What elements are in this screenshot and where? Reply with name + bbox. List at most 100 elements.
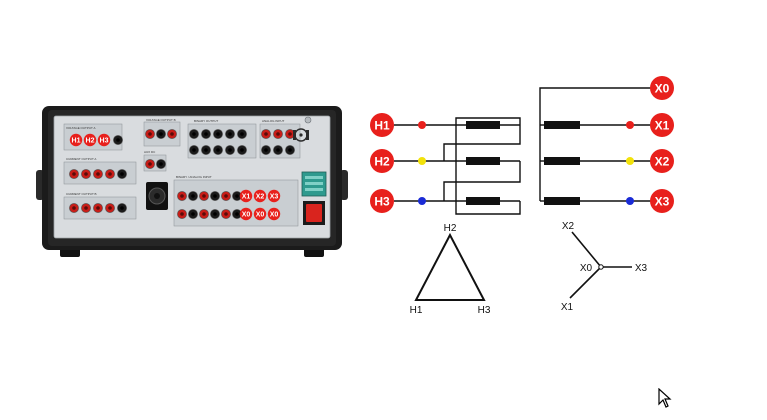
jack-5-0[interactable] — [189, 145, 199, 155]
jack-8-4[interactable] — [221, 191, 231, 201]
power-switch-icon[interactable] — [303, 201, 325, 225]
jack-0-3[interactable] — [105, 169, 115, 179]
jack-1-0[interactable] — [69, 203, 79, 213]
primary-winding-1 — [466, 121, 500, 129]
overlay-label-2: H3 — [97, 133, 111, 147]
overlay-label-4: X2 — [253, 189, 267, 203]
primary-winding-3 — [466, 197, 500, 205]
jack-2-1[interactable] — [156, 129, 166, 139]
jack-2-2[interactable] — [167, 129, 177, 139]
wye-vector-diagram — [569, 231, 632, 299]
panel-binary-analog-input-label: BINARY / ANALOG INPUT — [176, 175, 212, 179]
terminal-x0[interactable]: X0 — [650, 76, 674, 100]
jack-1-3[interactable] — [105, 203, 115, 213]
jack-3-0[interactable] — [145, 159, 155, 169]
svg-text:H2: H2 — [374, 155, 390, 169]
overlay-label-6: X0 — [239, 207, 253, 221]
jack-1-4[interactable] — [117, 203, 127, 213]
svg-text:X0: X0 — [270, 212, 279, 219]
panel-aux-dc-label: AUX DC — [144, 150, 156, 154]
panel-binary-analog-input — [173, 179, 299, 227]
device-foot-right — [304, 248, 324, 257]
wye-label-right: X3 — [635, 263, 648, 274]
jack-7-0[interactable] — [261, 145, 271, 155]
jack-7-2[interactable] — [285, 145, 295, 155]
jack-1-1[interactable] — [81, 203, 91, 213]
transformer-wiring-diagram: H1 H2 H3 X0 X1 X2 X3 H2 H1 H3 — [370, 76, 674, 316]
svg-text:X1: X1 — [242, 194, 251, 201]
svg-text:X2: X2 — [256, 194, 265, 201]
overlay-label-1: H2 — [83, 133, 97, 147]
svg-text:H3: H3 — [100, 138, 109, 145]
svg-text:X0: X0 — [655, 82, 670, 96]
jack-6-1[interactable] — [273, 129, 283, 139]
jack-5-2[interactable] — [213, 145, 223, 155]
panel-voltage-output-b-label: VOLTAGE OUTPUT B — [146, 118, 176, 122]
svg-text:X3: X3 — [270, 194, 279, 201]
jack-4-3[interactable] — [225, 129, 235, 139]
terminal-x1[interactable]: X1 — [650, 113, 674, 137]
jack-5-1[interactable] — [201, 145, 211, 155]
panel-current-output-a-label: CURRENT OUTPUT A — [66, 157, 96, 161]
jack-6-0[interactable] — [261, 129, 271, 139]
delta-vector-diagram — [414, 232, 486, 301]
jack-8-0[interactable] — [177, 191, 187, 201]
jack-5-4[interactable] — [237, 145, 247, 155]
secondary-winding-1 — [544, 121, 580, 129]
svg-text:X2: X2 — [655, 155, 670, 169]
mouse-pointer-icon — [658, 388, 672, 408]
overlay-label-7: X0 — [253, 207, 267, 221]
svg-text:X3: X3 — [655, 195, 670, 209]
delta-label-left: H1 — [410, 305, 423, 316]
panel-current-output-b-label: CURRENT OUTPUT B — [66, 192, 97, 196]
terminal-h3[interactable]: H3 — [370, 189, 394, 213]
jack-0-1[interactable] — [81, 169, 91, 179]
jack-1-2[interactable] — [93, 203, 103, 213]
svg-text:X1: X1 — [655, 119, 670, 133]
svg-text:H1: H1 — [374, 119, 390, 133]
phase-dot-h1 — [418, 121, 426, 129]
jack-4-2[interactable] — [213, 129, 223, 139]
panel-analog-input-label: ANALOG INPUT — [262, 119, 285, 123]
jack-9-2[interactable] — [199, 209, 209, 219]
brand-logo-icon — [293, 128, 309, 142]
jack-8-1[interactable] — [188, 191, 198, 201]
overlay-label-5: X3 — [267, 189, 281, 203]
wye-label-down: X1 — [561, 302, 574, 313]
terminal-h1[interactable]: H1 — [370, 113, 394, 137]
jack-voltage-3[interactable] — [113, 135, 123, 145]
panel-voltage-output-label: VOLTAGE OUTPUT A — [66, 126, 96, 130]
jack-2-0[interactable] — [145, 129, 155, 139]
jack-4-0[interactable] — [189, 129, 199, 139]
wye-label-center: X0 — [580, 263, 593, 274]
terminal-h2[interactable]: H2 — [370, 149, 394, 173]
jack-7-1[interactable] — [273, 145, 283, 155]
jack-4-1[interactable] — [201, 129, 211, 139]
jack-9-0[interactable] — [177, 209, 187, 219]
phase-dot-h3 — [418, 197, 426, 205]
jack-8-2[interactable] — [199, 191, 209, 201]
overlay-label-3: X1 — [239, 189, 253, 203]
terminal-x2[interactable]: X2 — [650, 149, 674, 173]
jack-0-4[interactable] — [117, 169, 127, 179]
jack-9-1[interactable] — [188, 209, 198, 219]
jack-0-2[interactable] — [93, 169, 103, 179]
jack-9-3[interactable] — [210, 209, 220, 219]
jack-0-0[interactable] — [69, 169, 79, 179]
overlay-label-8: X0 — [267, 207, 281, 221]
terminal-x3[interactable]: X3 — [650, 189, 674, 213]
phase-dot-x1 — [626, 121, 634, 129]
phase-dot-x3 — [626, 197, 634, 205]
phase-dot-x2 — [626, 157, 634, 165]
jack-9-4[interactable] — [221, 209, 231, 219]
svg-text:H3: H3 — [374, 195, 390, 209]
device-foot-left — [60, 248, 80, 257]
svg-text:H2: H2 — [86, 138, 95, 145]
jack-5-3[interactable] — [225, 145, 235, 155]
panel-binary-output-label: BINARY OUTPUT — [194, 119, 218, 123]
jack-4-4[interactable] — [237, 129, 247, 139]
jack-3-1[interactable] — [156, 159, 166, 169]
jack-6-2[interactable] — [285, 129, 295, 139]
jack-8-3[interactable] — [210, 191, 220, 201]
